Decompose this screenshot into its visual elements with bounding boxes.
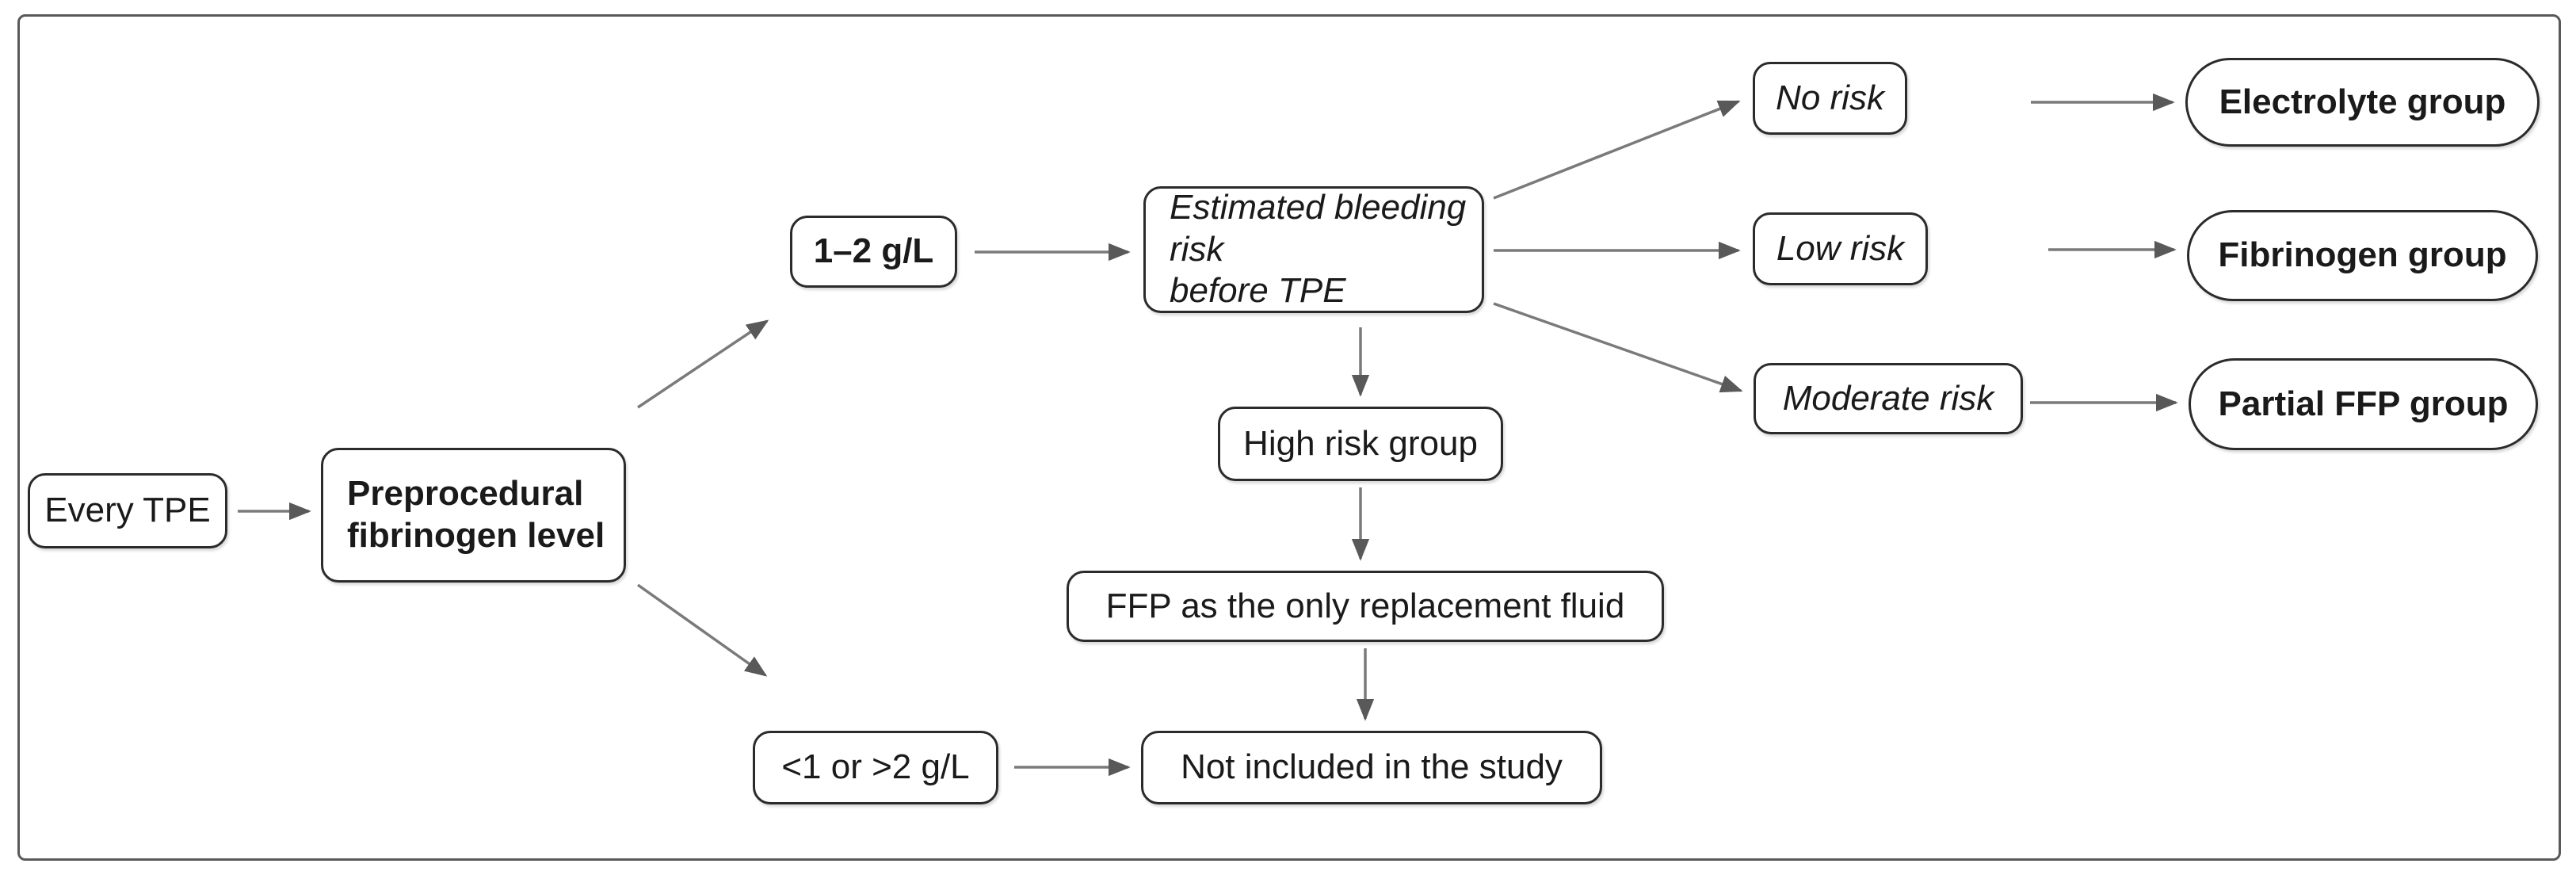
node-partial-ffp-group: Partial FFP group	[2189, 358, 2538, 450]
node-moderate-risk: Moderate risk	[1754, 363, 2023, 434]
node-1-2-gl: 1–2 g/L	[790, 216, 957, 288]
arrow-estimated-to-norisk	[1493, 100, 1741, 200]
node-no-risk: No risk	[1753, 62, 1907, 135]
node-electrolyte-group: Electrolyte group	[2185, 58, 2540, 147]
node-lt1-or-gt2-gl: <1 or >2 g/L	[753, 731, 998, 804]
node-low-risk: Low risk	[1753, 212, 1928, 285]
arrow-preprocedural-to-1-2gl	[637, 319, 769, 409]
node-estimated-bleeding-risk: Estimated bleeding risk before TPE	[1143, 186, 1484, 313]
node-not-included-in-study: Not included in the study	[1141, 731, 1602, 804]
node-ffp-only-replacement-fluid: FFP as the only replacement fluid	[1067, 571, 1664, 642]
node-high-risk-group: High risk group	[1218, 407, 1503, 481]
arrow-estimated-to-moderaterisk	[1493, 302, 1743, 393]
node-every-tpe: Every TPE	[28, 473, 227, 548]
node-preprocedural-fibrinogen-level: Preprocedural fibrinogen level	[321, 448, 626, 583]
arrow-preprocedural-to-lt1gt2gl	[636, 583, 768, 677]
node-fibrinogen-group: Fibrinogen group	[2187, 210, 2538, 301]
